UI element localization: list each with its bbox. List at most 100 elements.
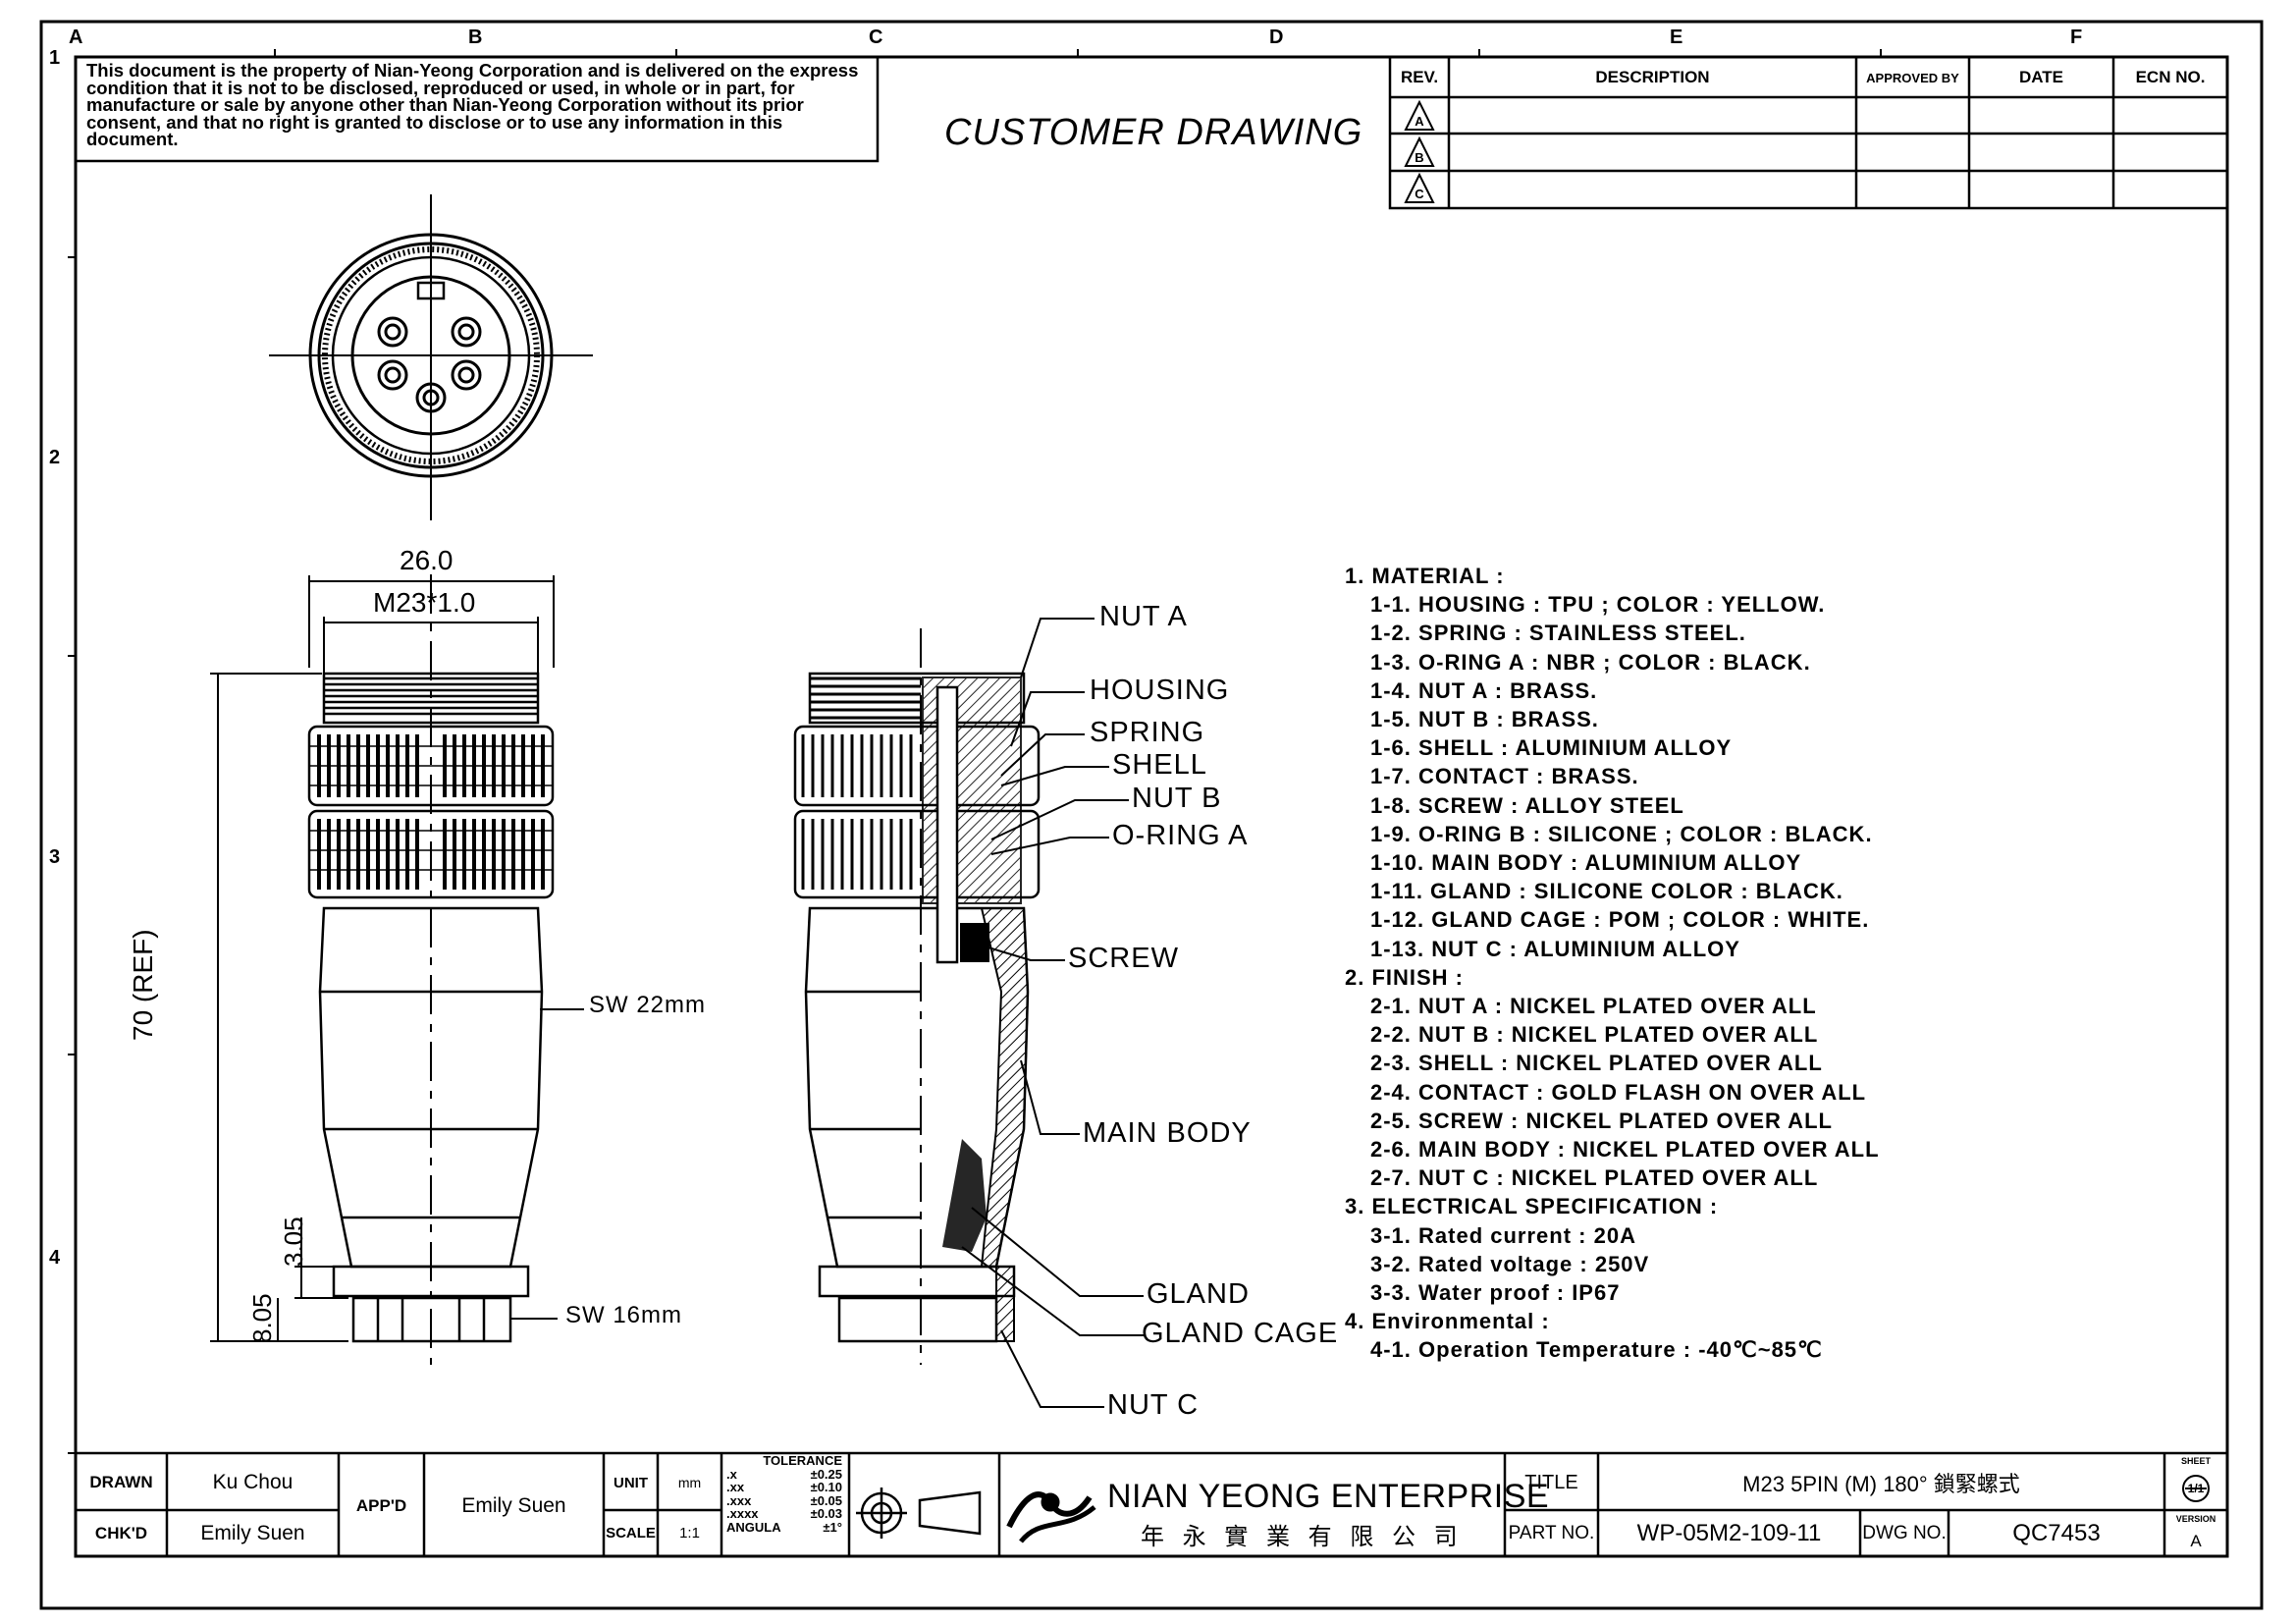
- tolerance-block: TOLERANCE .x ±0.25 .xx ±0.10 .xxx ±0.05 .xxxx ±…: [726, 1454, 846, 1534]
- note-heading: 1. MATERIAL :: [1345, 564, 1505, 588]
- appd-by: Emily Suen: [461, 1493, 566, 1517]
- tolerance-row: ANGULA ±1°: [726, 1519, 846, 1535]
- dim-overall-width: 26.0: [400, 545, 454, 575]
- tolerance-row: .xxx ±0.05: [726, 1492, 846, 1508]
- scale-label: SCALE: [606, 1525, 656, 1542]
- unit-value: mm: [677, 1475, 702, 1490]
- tolerance-value: ±0.25: [810, 1466, 842, 1482]
- note-item: 1-3. O-RING A : NBR ; COLOR : BLACK.: [1370, 649, 1811, 675]
- chkd-label: CHK'D: [94, 1523, 148, 1542]
- label-housing: HOUSING: [1090, 675, 1230, 706]
- note-item: 2-1. NUT A : NICKEL PLATED OVER ALL: [1370, 994, 1817, 1019]
- note-item: 1-13. NUT C : ALUMINIUM ALLOY: [1370, 936, 1740, 961]
- scale-value: 1:1: [679, 1525, 700, 1542]
- rev-b-marker: B: [1415, 149, 1424, 165]
- tolerance-key: .xx: [726, 1480, 745, 1494]
- drawn-by: Ku Chou: [212, 1471, 294, 1493]
- dim-length: 70 (REF): [128, 929, 158, 1041]
- note-heading: 4. Environmental :: [1345, 1309, 1550, 1334]
- note-item: 2-4. CONTACT : GOLD FLASH ON OVER ALL: [1370, 1079, 1867, 1105]
- dwg-no-value: QC7453: [2012, 1519, 2101, 1546]
- note-item: 2-2. NUT B : NICKEL PLATED OVER ALL: [1370, 1022, 1819, 1048]
- note-item: 3-3. Water proof : IP67: [1370, 1280, 1621, 1306]
- dim-sw-body: SW 22mm: [589, 992, 707, 1018]
- tolerance-row: .xxxx ±0.03: [726, 1507, 846, 1521]
- note-item: 2-7. NUT C : NICKEL PLATED OVER ALL: [1370, 1165, 1819, 1191]
- zone-col-c: C: [869, 27, 883, 48]
- tolerance-key: ANGULA: [726, 1519, 781, 1535]
- tolerance-key: .xxxx: [726, 1506, 759, 1521]
- zone-row-2: 2: [49, 447, 61, 468]
- tolerance-value: ±0.03: [810, 1506, 842, 1521]
- tolerance-value: ±1°: [823, 1519, 842, 1535]
- label-shell: SHELL: [1112, 749, 1207, 781]
- note-heading: 3. ELECTRICAL SPECIFICATION :: [1345, 1194, 1719, 1219]
- company-name-en: NIAN YEONG ENTERPRISE: [1107, 1478, 1550, 1515]
- zone-col-a: A: [69, 27, 83, 48]
- zone-col-b: B: [468, 27, 483, 48]
- approved-by-header: APPROVED BY: [1866, 70, 1959, 85]
- tolerance-label: TOLERANCE: [763, 1453, 842, 1468]
- version-value: A: [2190, 1532, 2202, 1550]
- note-item: 2-3. SHELL : NICKEL PLATED OVER ALL: [1370, 1051, 1823, 1076]
- date-header: DATE: [2018, 68, 2063, 86]
- dim-3-05: 3.05: [279, 1217, 308, 1267]
- rev-a-marker: A: [1415, 113, 1424, 129]
- label-nut-b: NUT B: [1132, 783, 1222, 814]
- note-item: 1-7. CONTACT : BRASS.: [1370, 764, 1639, 789]
- logo-mark: [1006, 1491, 1096, 1543]
- note-item: 1-4. NUT A : BRASS.: [1370, 677, 1598, 703]
- label-o-ring-a: O-RING A: [1112, 820, 1249, 851]
- part-no-label: PART NO.: [1508, 1522, 1595, 1543]
- tolerance-value: ±0.10: [810, 1480, 842, 1494]
- confidentiality-notice: This document is the property of Nian-Ye…: [86, 60, 859, 149]
- note-item: 1-2. SPRING : STAINLESS STEEL.: [1370, 621, 1746, 646]
- note-item: 1-10. MAIN BODY : ALUMINIUM ALLOY: [1370, 850, 1802, 876]
- label-spring: SPRING: [1090, 717, 1205, 748]
- tolerance-row: .xx ±0.10: [726, 1481, 846, 1494]
- note-item: 1-9. O-RING B : SILICONE ; COLOR : BLACK…: [1370, 821, 1873, 846]
- note-item: 3-2. Rated voltage : 250V: [1370, 1251, 1650, 1276]
- note-item: 2-6. MAIN BODY : NICKEL PLATED OVER ALL: [1370, 1137, 1880, 1163]
- zone-row-1: 1: [49, 47, 61, 69]
- zone-col-d: D: [1269, 27, 1284, 48]
- label-nut-a: NUT A: [1099, 601, 1188, 632]
- appd-label: APP'D: [355, 1495, 407, 1515]
- dim-sw-nut: SW 16mm: [565, 1302, 683, 1328]
- dwg-no-label: DWG NO.: [1862, 1522, 1947, 1543]
- dim-8-05: 8.05: [247, 1293, 277, 1343]
- version-label: VERSION: [2175, 1514, 2216, 1524]
- label-main-body: MAIN BODY: [1083, 1117, 1252, 1149]
- chkd-by: Emily Suen: [200, 1521, 305, 1544]
- note-item: 1-1. HOUSING : TPU ; COLOR : YELLOW.: [1370, 592, 1826, 618]
- dim-thread: M23*1.0: [373, 587, 476, 618]
- ecn-header: ECN NO.: [2135, 68, 2206, 86]
- sheet-value: 1/1: [2187, 1482, 2205, 1495]
- title-value: M23 5PIN (M) 180° 鎖緊螺式: [1742, 1472, 2020, 1496]
- note-item: 1-6. SHELL : ALUMINIUM ALLOY: [1370, 735, 1733, 761]
- tolerance-row: .x ±0.25: [726, 1466, 846, 1482]
- label-nut-c: NUT C: [1107, 1389, 1200, 1421]
- zone-row-3: 3: [49, 846, 61, 868]
- tolerance-key: .xxx: [726, 1492, 752, 1508]
- rev-header: REV.: [1400, 68, 1439, 86]
- zone-col-f: F: [2070, 27, 2083, 48]
- zone-row-4: 4: [49, 1247, 61, 1269]
- note-item: 1-8. SCREW : ALLOY STEEL: [1370, 792, 1684, 818]
- title-label: TITLE: [1524, 1471, 1578, 1493]
- tolerance-value: ±0.05: [810, 1492, 842, 1508]
- label-gland-cage: GLAND CAGE: [1142, 1318, 1339, 1349]
- company-name-cn: 年 永 實 業 有 限 公 司: [1141, 1524, 1464, 1550]
- drawing-title: CUSTOMER DRAWING: [944, 112, 1363, 153]
- note-item: 1-12. GLAND CAGE : POM ; COLOR : WHITE.: [1370, 907, 1870, 933]
- note-heading: 2. FINISH :: [1345, 964, 1465, 990]
- note-item: 2-5. SCREW : NICKEL PLATED OVER ALL: [1370, 1108, 1833, 1133]
- note-item: 1-5. NUT B : BRASS.: [1370, 707, 1599, 732]
- label-gland: GLAND: [1147, 1278, 1250, 1310]
- tolerance-key: .x: [726, 1466, 737, 1482]
- note-item: 1-11. GLAND : SILICONE COLOR : BLACK.: [1370, 879, 1843, 904]
- part-no-value: WP-05M2-109-11: [1636, 1519, 1822, 1546]
